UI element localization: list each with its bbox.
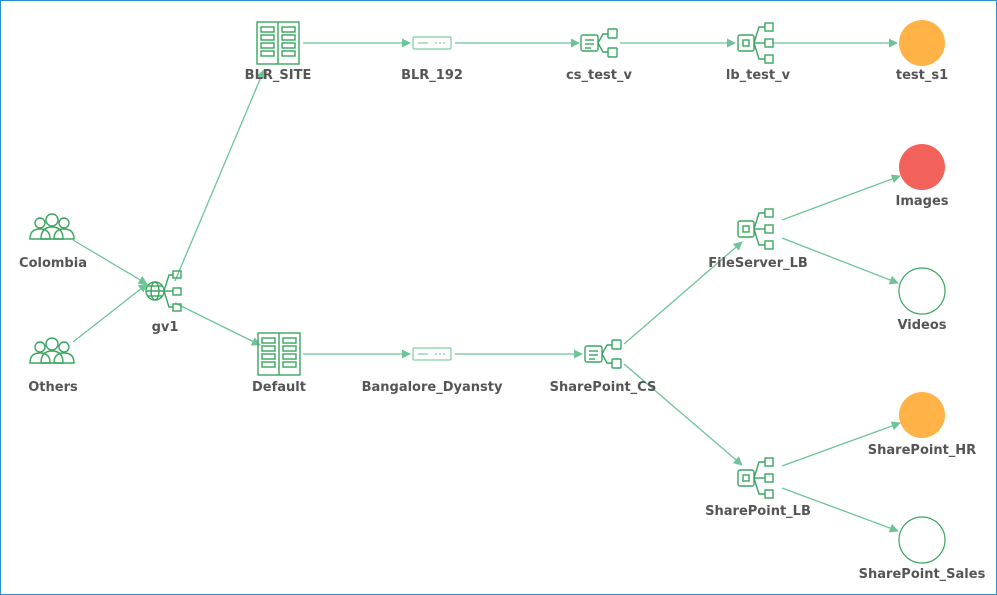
node-label: SharePoint_LB <box>705 504 811 519</box>
node-label: Images <box>895 194 948 209</box>
node-gv1[interactable]: gv1 <box>145 270 182 335</box>
appliance-icon <box>412 36 452 50</box>
edge-sharepoint_lb-to-sharepoint_hr <box>781 421 901 467</box>
node-sharepoint-sales[interactable]: SharePoint_Sales <box>859 516 986 582</box>
node-label: FileServer_LB <box>708 256 808 271</box>
node-blr-site[interactable]: BLR_SITE <box>245 21 312 83</box>
node-videos[interactable]: Videos <box>897 267 947 333</box>
edge-fileserver_lb-to-images <box>781 174 901 221</box>
service-status-down <box>899 144 945 190</box>
node-label: SharePoint_CS <box>550 380 657 395</box>
node-label: lb_test_v <box>726 68 791 83</box>
load-balancer-icon <box>737 208 774 250</box>
node-sharepoint-cs[interactable]: SharePoint_CS <box>550 339 657 395</box>
gslb-globe-icon <box>145 270 182 312</box>
users-group-icon <box>29 337 75 364</box>
edge-colombia-to-gv1 <box>72 239 148 285</box>
content-switch-icon <box>580 28 618 58</box>
node-label: Others <box>28 380 78 395</box>
node-lb-test-v[interactable]: lb_test_v <box>726 22 791 83</box>
node-fileserver-lb[interactable]: FileServer_LB <box>708 208 808 271</box>
service-status-unknown <box>898 267 946 315</box>
load-balancer-icon <box>737 22 774 64</box>
node-label: cs_test_v <box>566 68 632 83</box>
server-rack-icon <box>256 21 300 65</box>
appliance-icon <box>412 347 452 361</box>
content-switch-icon <box>584 339 622 369</box>
edge-gv1-to-default <box>174 302 261 346</box>
load-balancer-icon <box>737 457 774 499</box>
node-label: test_s1 <box>896 68 948 83</box>
edge-sharepoint_cs-to-fileserver_lb <box>623 241 743 345</box>
node-label: Default <box>252 380 306 395</box>
edge-sharepoint_lb-to-sharepoint_sales <box>781 487 899 533</box>
service-status-warning <box>899 392 945 438</box>
node-default[interactable]: Default <box>252 332 306 395</box>
node-blr-192[interactable]: BLR_192 <box>401 36 463 83</box>
node-label: BLR_192 <box>401 68 463 83</box>
server-rack-icon <box>257 332 301 376</box>
node-sharepoint-hr[interactable]: SharePoint_HR <box>868 392 976 458</box>
node-label: gv1 <box>152 320 179 335</box>
node-images[interactable]: Images <box>895 144 949 209</box>
edge-fileserver_lb-to-videos <box>781 237 899 285</box>
edge-gv1-to-blr_site <box>174 69 266 282</box>
node-test-s1[interactable]: test_s1 <box>896 20 948 83</box>
node-sharepoint-lb[interactable]: SharePoint_LB <box>705 457 811 519</box>
node-label: Videos <box>897 318 946 333</box>
node-label: BLR_SITE <box>245 68 312 83</box>
service-status-warning <box>899 20 945 66</box>
node-colombia[interactable]: Colombia <box>19 213 87 271</box>
node-cs-test-v[interactable]: cs_test_v <box>566 28 632 83</box>
edge-sharepoint_cs-to-sharepoint_lb <box>623 363 743 466</box>
node-label: Bangalore_Dyansty <box>362 380 503 395</box>
node-label: SharePoint_HR <box>868 443 976 458</box>
node-label: Colombia <box>19 256 87 271</box>
edges-layer <box>72 38 901 533</box>
edge-others-to-gv1 <box>72 283 148 343</box>
users-group-icon <box>29 213 75 240</box>
node-bangalore-dyansty[interactable]: Bangalore_Dyansty <box>362 347 503 395</box>
service-status-unknown <box>898 516 946 564</box>
node-others[interactable]: Others <box>28 337 78 395</box>
node-label: SharePoint_Sales <box>859 567 986 582</box>
